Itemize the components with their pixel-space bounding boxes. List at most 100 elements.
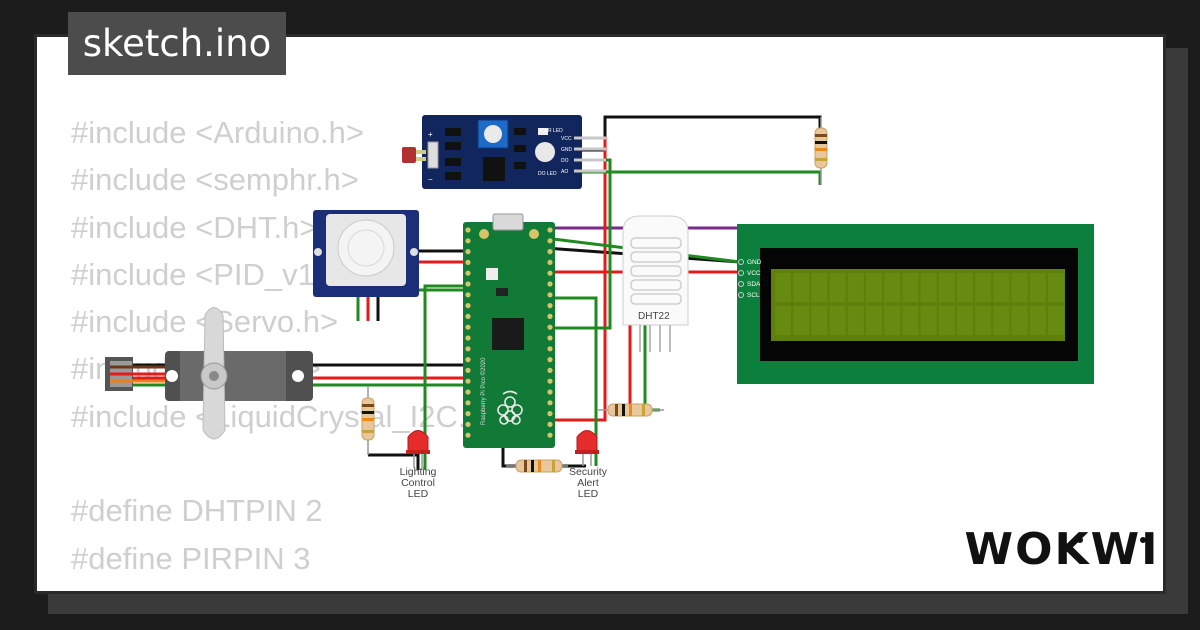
pico-pin (547, 367, 553, 373)
lcd-pin-scl: SCL (747, 292, 760, 299)
pico-pin (465, 303, 471, 309)
wire-green-led1 (423, 284, 465, 470)
wire-green-ldr-ao (580, 170, 822, 185)
lcd-cell (775, 306, 791, 335)
lcd-cell (775, 273, 791, 302)
pico-pin (547, 400, 553, 406)
ldr-pin-ao: AO (561, 169, 568, 175)
usb-port (492, 213, 524, 231)
lcd-cell (1011, 273, 1028, 302)
lcd-cell (1048, 273, 1064, 302)
pico-pin (465, 389, 471, 395)
pico-pin (547, 281, 553, 287)
ldr-do-led-label: DO LED (538, 171, 557, 177)
pico-pin (547, 335, 553, 341)
ldr-pin-gnd: GND (561, 147, 573, 153)
ldr-pin-do: DO (561, 158, 569, 164)
pico-pin (465, 367, 471, 373)
raspberry-logo (497, 390, 523, 425)
pico-pin (547, 389, 553, 395)
pico-pin (547, 313, 553, 319)
pico-pin (547, 411, 553, 417)
lcd-cell (938, 306, 955, 335)
resistor-led1 (361, 386, 375, 455)
pico-pin (465, 259, 471, 265)
lcd-cell (793, 306, 810, 335)
lcd-cell (975, 273, 992, 302)
wokwi-logo: WOKWI (965, 524, 1160, 575)
lcd-cell (866, 273, 882, 302)
pico-pin (547, 303, 553, 309)
pico-pin (547, 378, 553, 384)
pico-pin (547, 292, 553, 298)
lcd-cell (847, 273, 864, 302)
lcd-cell (993, 273, 1010, 302)
pico-pin (465, 421, 471, 427)
lcd-pin-vcc: VCC (747, 270, 761, 277)
pico-pin (465, 411, 471, 417)
resistor-ldr (814, 117, 828, 185)
resistor-led2 (506, 459, 568, 473)
raspberry-pi-pico: Raspberry Pi Pico ©2020 (463, 213, 555, 448)
lcd-pin-gnd: GND (747, 259, 762, 266)
svg-text:+: + (428, 130, 433, 139)
pico-pin (547, 259, 553, 265)
resistor-dht (598, 403, 664, 417)
pico-pins-left (465, 227, 471, 438)
ldr-pwr-led-label: PWR LED (540, 128, 563, 134)
pico-pin (465, 400, 471, 406)
lcd-cell (884, 273, 901, 302)
code-line: #define DHTPIN 2 (71, 493, 323, 529)
pico-pin (465, 270, 471, 276)
lcd-cell (1011, 306, 1028, 335)
pico-pin (547, 249, 553, 255)
wokwi-wordmark: WOKWI (965, 524, 1160, 575)
ldr-pin-vcc: VCC (561, 136, 572, 142)
lcd-cell (957, 306, 973, 335)
lcd-cell (957, 273, 973, 302)
pico-pin (465, 357, 471, 363)
wire-green-dht-data (643, 320, 660, 412)
lcd-cell (902, 273, 919, 302)
pico-pin (547, 357, 553, 363)
lcd-cell (1048, 306, 1064, 335)
pico-pin (465, 292, 471, 298)
lcd-cell (975, 306, 992, 335)
lcd-cell (829, 273, 846, 302)
pico-pin (465, 432, 471, 438)
photoresistor (402, 147, 416, 163)
pico-pin (465, 238, 471, 244)
lcd-cell (920, 273, 937, 302)
pico-pin (465, 335, 471, 341)
pico-pin (547, 270, 553, 276)
rp2040-chip (492, 318, 524, 350)
pico-pin (547, 421, 553, 427)
lcd-display: GND VCC SDA SCL (737, 224, 1094, 384)
wire-black-led1 (368, 453, 420, 470)
pico-pin (465, 324, 471, 330)
lcd-cell (1029, 306, 1046, 335)
code-line: #include <LiquidCrystal_I2C.h> (71, 398, 502, 434)
lcd-pin-sda: SDA (747, 281, 761, 288)
lcd-cell (920, 306, 937, 335)
lcd-cell (1029, 273, 1046, 302)
pico-pin (547, 238, 553, 244)
wire-green-led2 (545, 296, 598, 466)
code-line: #include <semphr.h> (71, 162, 359, 198)
dht-label: DHT22 (638, 311, 670, 322)
code-line: #include <Arduino.h> (71, 115, 365, 150)
pico-pin (547, 346, 553, 352)
pir-sensor (313, 210, 419, 297)
lcd-cell (811, 306, 828, 335)
code-line: #define PIRPIN 3 (71, 540, 311, 576)
pico-pin (465, 281, 471, 287)
lcd-cell (993, 306, 1010, 335)
pico-pins-right (547, 227, 553, 438)
lcd-cell (938, 273, 955, 302)
lcd-cells (775, 273, 1064, 335)
wire-black-ldr-gnd (580, 115, 822, 152)
lcd-cell (847, 306, 864, 335)
